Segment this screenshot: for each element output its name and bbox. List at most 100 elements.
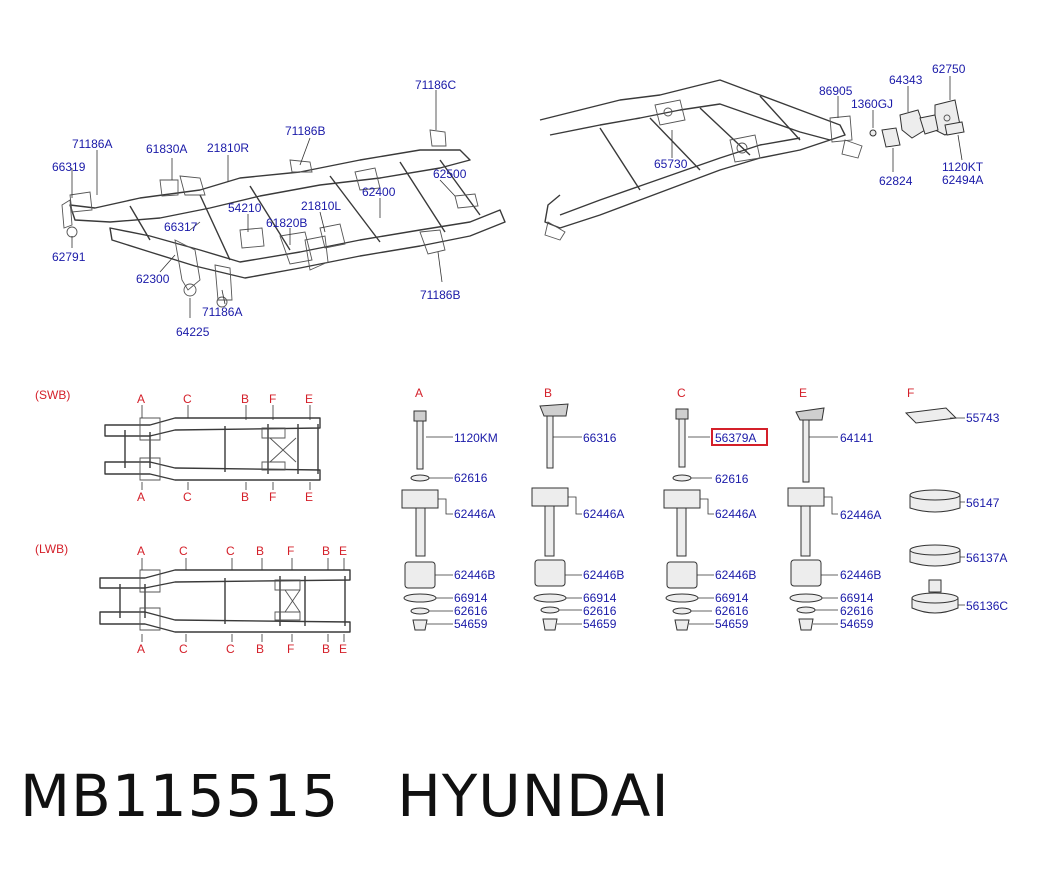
bolt-1120km-part	[416, 420, 424, 470]
label-62446a-b: 62446A	[583, 507, 624, 521]
sleeve-b	[544, 505, 555, 557]
label-62300: 62300	[136, 272, 170, 286]
washer-62616-a	[410, 607, 430, 615]
bracket-64343-part	[899, 109, 939, 139]
bolt-head-56379a	[675, 408, 689, 420]
top-right-labels: 86905 65730 1360GJ 64343 62750 62824 112…	[654, 62, 984, 188]
label-66914-c: 66914	[715, 591, 749, 605]
label-64141: 64141	[840, 431, 874, 445]
label-62446a-e: 62446A	[840, 508, 881, 522]
label-71186c: 71186C	[415, 78, 456, 92]
label-64343: 64343	[889, 73, 923, 87]
label-54659-a: 54659	[454, 617, 488, 631]
label-62616-c: 62616	[715, 604, 749, 618]
mount-stack-column-c	[663, 408, 714, 631]
nut-54659-a	[412, 619, 428, 631]
leader-lines-right	[671, 76, 963, 172]
lwb-top-letter: C	[179, 544, 188, 558]
washer-1360gj-part	[869, 129, 877, 137]
lwb-top-letter: B	[256, 544, 264, 558]
footer-brand: HYUNDAI	[397, 762, 670, 830]
label-62616-top-a: 62616	[454, 471, 488, 485]
label-21810l: 21810L	[301, 199, 341, 213]
bushing-62446a-e	[787, 487, 825, 507]
label-65730: 65730	[654, 157, 688, 171]
label-62616-a: 62616	[454, 604, 488, 618]
label-62500: 62500	[433, 167, 467, 181]
variant-swb: (SWB)	[35, 388, 70, 402]
label-66914-a: 66914	[454, 591, 488, 605]
lwb-bottom-letter: B	[322, 642, 330, 656]
label-71186b-top: 71186B	[285, 124, 325, 138]
lwb-top-letter: A	[137, 544, 145, 558]
footer-caption: MB115515 HYUNDAI	[20, 762, 670, 830]
label-56147: 56147	[966, 496, 1000, 510]
column-c-labels: 56379A 62616 62446A 62446B 66914 62616 5…	[715, 431, 756, 631]
swb-bottom-letter: A	[137, 490, 145, 504]
washer-66914-e	[789, 593, 823, 603]
frame-assembly-right	[539, 79, 965, 241]
label-71186b-bottom: 71186B	[420, 288, 460, 302]
variant-lwb: (LWB)	[35, 542, 68, 556]
washer-62616-e	[796, 606, 816, 614]
label-62824: 62824	[879, 174, 913, 188]
label-54659-c: 54659	[715, 617, 749, 631]
nut-54659-e	[798, 618, 814, 631]
label-86905: 86905	[819, 84, 853, 98]
washer-66914-c	[665, 593, 699, 603]
label-66316: 66316	[583, 431, 617, 445]
label-62791: 62791	[52, 250, 86, 264]
label-62494a: 62494A	[942, 173, 983, 187]
lwb-top-letter: B	[322, 544, 330, 558]
lwb-top-letter: E	[339, 544, 347, 558]
bushing-62446b-e	[790, 559, 822, 587]
lwb-bottom-letter: C	[226, 642, 235, 656]
bushing-62446b-a	[404, 561, 436, 589]
label-64225: 64225	[176, 325, 210, 339]
lwb-top-letter: F	[287, 544, 294, 558]
label-62616-e: 62616	[840, 604, 874, 618]
highlight-box	[711, 428, 768, 446]
washer-62616-top-c	[672, 474, 692, 482]
sleeve-a	[415, 507, 426, 557]
bolt-56379a-part	[678, 418, 686, 468]
bolt-head-64141	[795, 407, 825, 421]
column-a-labels: 1120KM 62616 62446A 62446B 66914 62616 5…	[454, 431, 498, 631]
nut-54659-b	[542, 618, 558, 631]
label-56379a: 56379A	[715, 431, 756, 445]
swb-bottom-letter: F	[269, 490, 276, 504]
label-62446b-b: 62446B	[583, 568, 624, 582]
label-1120km: 1120KM	[454, 431, 498, 445]
label-66914-e: 66914	[840, 591, 874, 605]
mount-56136c-stud	[928, 579, 942, 593]
column-headers: A B C E F	[415, 386, 914, 400]
swb-top-letter: F	[269, 392, 276, 406]
label-54210: 54210	[228, 201, 262, 215]
lwb-bottom-letter: A	[137, 642, 145, 656]
label-54659-e: 54659	[840, 617, 874, 631]
label-62400: 62400	[362, 185, 396, 199]
label-1360gj: 1360GJ	[851, 97, 893, 111]
bolt-66316-part	[546, 415, 554, 469]
mount-stack-column-b	[531, 403, 582, 631]
mount-stack-column-f	[904, 407, 965, 614]
swb-bottom-letter: E	[305, 490, 313, 504]
swb-top-letter: A	[137, 392, 145, 406]
label-71186a-top: 71186A	[72, 137, 112, 151]
label-62446b-a: 62446B	[454, 568, 495, 582]
column-header-b: B	[544, 386, 552, 400]
label-66317: 66317	[164, 220, 198, 234]
label-61820b: 61820B	[266, 216, 307, 230]
mount-stack-column-e	[787, 407, 838, 631]
label-62446a-c: 62446A	[715, 507, 756, 521]
column-b-labels: 66316 62446A 62446B 66914 62616 54659	[583, 431, 624, 631]
label-62446a-a: 62446A	[454, 507, 495, 521]
bushing-62446a-b	[531, 487, 569, 507]
washer-62616-c	[672, 607, 692, 615]
label-56136c: 56136C	[966, 599, 1008, 613]
washer-62616-b	[540, 606, 560, 614]
footer-part-number: MB115515	[20, 762, 340, 830]
lwb-bottom-letter: E	[339, 642, 347, 656]
column-header-f: F	[907, 386, 914, 400]
